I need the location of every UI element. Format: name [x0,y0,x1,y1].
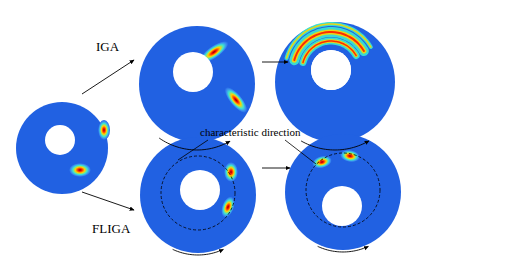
leader-line [285,140,316,164]
rotation-arrow [301,141,369,150]
method-label: IGA [96,40,119,53]
fliga-annulus [140,137,256,253]
initial-annulus [16,102,110,194]
characteristic-circle [161,156,235,230]
annotation-label: characteristic direction [200,127,300,138]
rotation-arrow [159,138,230,150]
step-arrow [82,60,134,94]
characteristic-circle [306,153,380,227]
step-arrow [82,192,134,210]
step-arrow [262,168,290,169]
iga-annulus [275,22,395,142]
rotation-arrow [173,249,224,255]
iga-annulus [139,26,255,142]
method-label: FLIGA [92,222,130,235]
step-arrow [262,62,288,63]
rotation-arrow [318,246,369,252]
fliga-annulus [285,134,401,250]
